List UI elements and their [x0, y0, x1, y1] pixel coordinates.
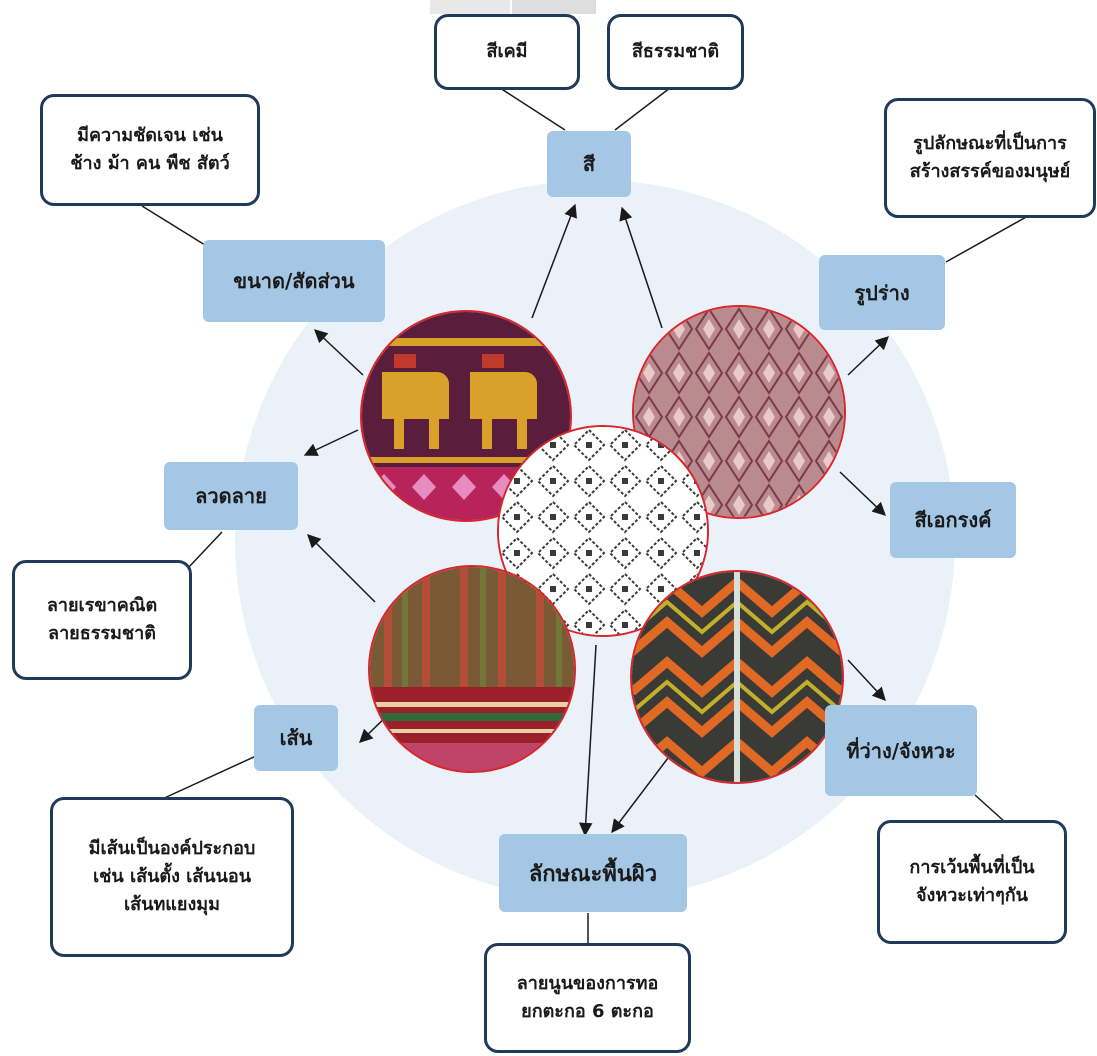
- arrow-to-color-left: [532, 205, 575, 318]
- note-line: มีเส้นเป็นองค์ประกอบ เช่น เส้นตั้ง เส้นน…: [50, 797, 294, 957]
- plaid-fabric-image: [368, 565, 576, 773]
- arrow-to-texture-right: [612, 758, 668, 832]
- connector-chemical-color: [500, 88, 565, 130]
- concept-line: เส้น: [254, 705, 338, 771]
- concept-space-rhythm: ที่ว่าง/จังหวะ: [825, 705, 977, 796]
- arrow-to-color-right: [622, 208, 662, 328]
- arrow-to-pattern-upper: [305, 430, 358, 455]
- connector-shape-note: [946, 216, 1028, 262]
- concept-shape: รูปร่าง: [819, 255, 945, 330]
- concept-texture: ลักษณะพื้นผิว: [499, 834, 687, 912]
- note-shape: รูปลักษณะที่เป็นการ สร้างสรรค์ของมนุษย์: [884, 98, 1096, 218]
- note-natural-color: สีธรรมชาติ: [607, 14, 744, 90]
- arrow-to-texture-left: [585, 645, 596, 835]
- arrow-to-proportion: [315, 330, 363, 375]
- arrow-to-pattern: [308, 535, 375, 602]
- connector-proportion-note: [142, 206, 205, 245]
- arrow-to-unity: [840, 472, 885, 515]
- arrow-to-shape: [848, 337, 888, 375]
- connector-natural-color: [615, 88, 670, 130]
- note-proportion: มีความชัดเจน เช่น ช้าง ม้า คน พืช สัตว์: [40, 94, 260, 206]
- concept-unity: สีเอกรงค์: [890, 482, 1016, 558]
- concept-pattern: ลวดลาย: [164, 462, 298, 530]
- note-texture: ลายนูนของการทอ ยกตะกอ 6 ตะกอ: [484, 943, 691, 1053]
- note-pattern: ลายเรขาคณิต ลายธรรมชาติ: [12, 560, 192, 680]
- arrow-to-space: [848, 660, 885, 700]
- chevron-fabric-image: [630, 570, 844, 784]
- connector-space-note: [975, 795, 1005, 822]
- concept-proportion: ขนาด/สัดส่วน: [203, 240, 385, 322]
- note-chemical-color: สีเคมี: [434, 14, 580, 90]
- note-space-rhythm: การเว้นพื้นที่เป็น จังหวะเท่าๆกัน: [877, 820, 1067, 944]
- concept-color: สี: [547, 131, 631, 197]
- connector-pattern-note: [188, 532, 222, 568]
